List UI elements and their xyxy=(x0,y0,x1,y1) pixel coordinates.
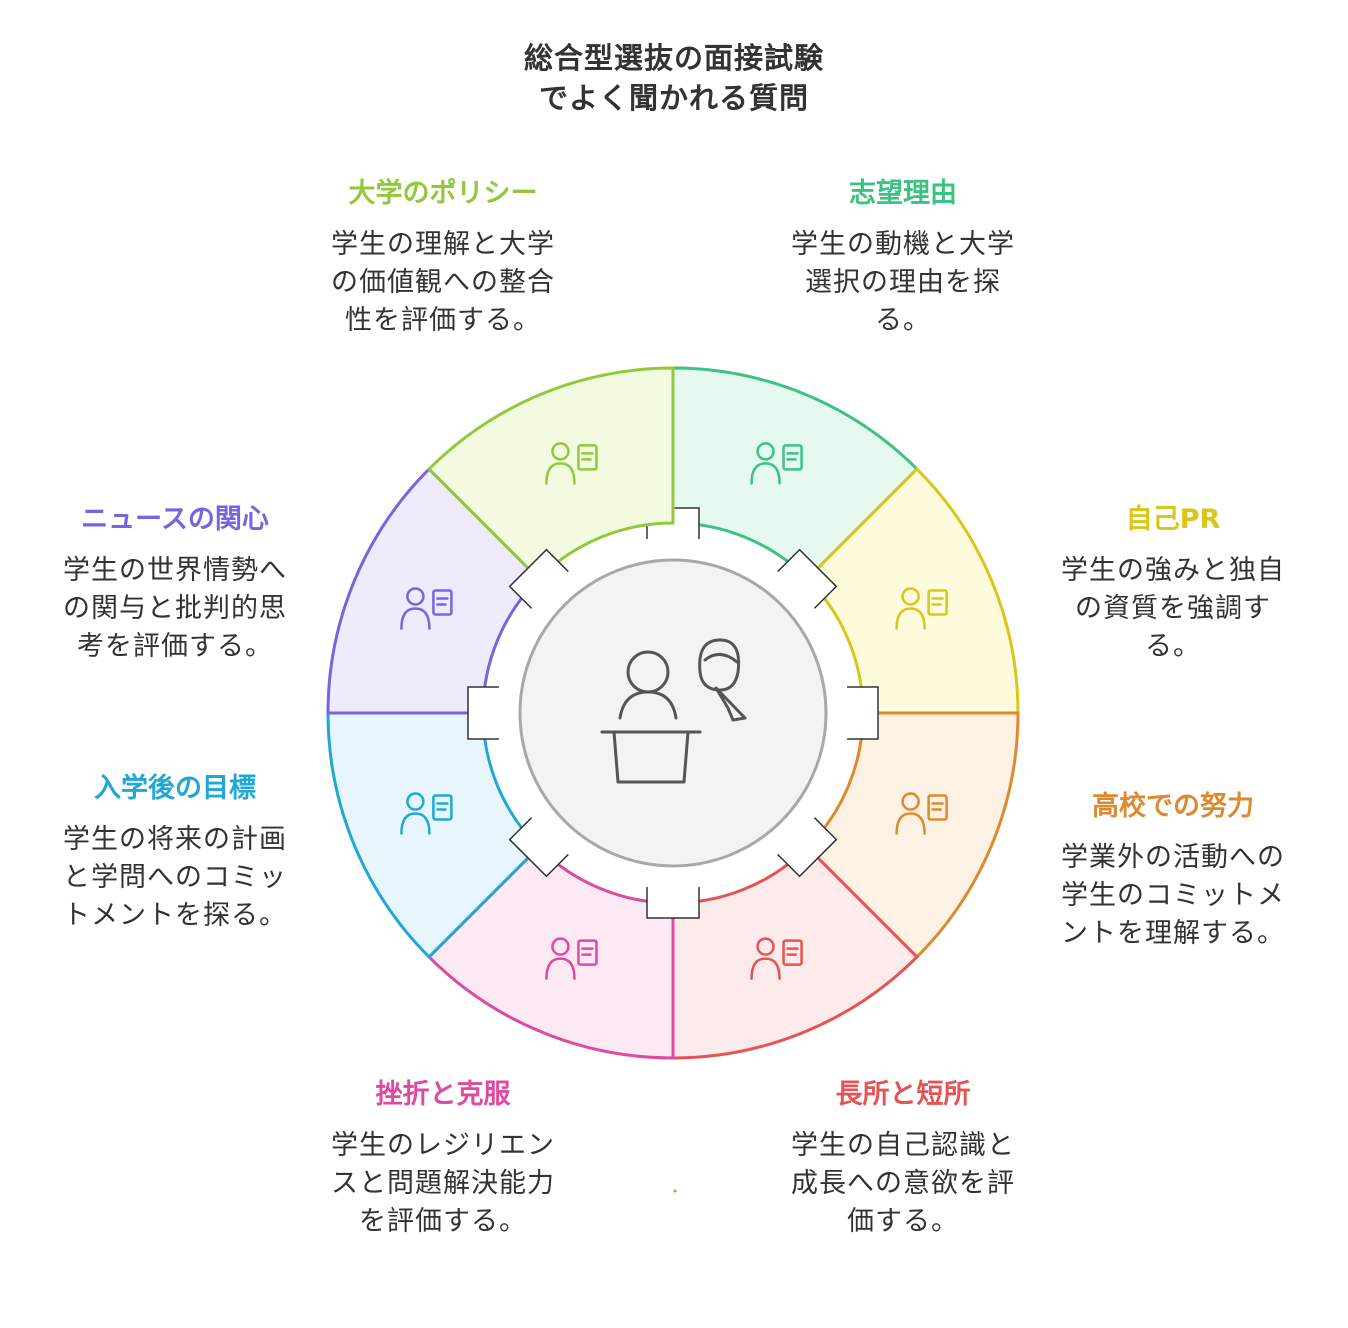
topic-goals: 入学後の目標 学生の将来の計画 と学問へのコミッ トメントを探る。 xyxy=(30,771,320,935)
desc-line: 成長への意欲を評 xyxy=(791,1168,1015,1199)
resume-graduate-icon xyxy=(895,587,948,630)
desc-line: ントを理解する。 xyxy=(1061,918,1285,949)
graduate-student-icon xyxy=(750,442,803,485)
center-circle xyxy=(518,558,828,868)
segment-policy xyxy=(426,366,675,581)
desc-line: 学生の将来の計画 xyxy=(63,824,287,855)
desc-line: の資質を強調す xyxy=(1075,593,1271,624)
topic-news: ニュースの関心 学生の世界情勢へ の関与と批判的思 考を評価する。 xyxy=(30,502,320,666)
desc-line: 学業外の活動への xyxy=(1061,842,1285,873)
topic-heading: 挫折と克服 xyxy=(375,1079,511,1110)
segment-strengths xyxy=(671,845,920,1060)
segment-effort xyxy=(805,711,1020,960)
topic-description: 学生の世界情勢へ の関与と批判的思 考を評価する。 xyxy=(30,552,320,666)
desc-line: る。 xyxy=(1145,631,1201,662)
topic-description: 学生のレジリエン スと問題解決能力 を評価する。 xyxy=(298,1127,588,1241)
desc-line: 学生のコミットメ xyxy=(1061,880,1285,911)
topic-description: 学生の理解と大学 の価値観への整合 性を評価する。 xyxy=(298,226,588,340)
topic-setback: 挫折と克服 学生のレジリエン スと問題解決能力 を評価する。 xyxy=(298,1077,588,1241)
interview-podium-icon xyxy=(600,638,747,784)
decorative-dot xyxy=(673,1189,677,1193)
topic-heading: ニュースの関心 xyxy=(81,504,269,535)
topic-strengths: 長所と短所 学生の自己認識と 成長への意欲を評 価する。 xyxy=(758,1077,1048,1241)
desc-line: の価値観への整合 xyxy=(331,267,555,298)
desc-line: と学問へのコミッ xyxy=(63,862,287,893)
topic-description: 学生の自己認識と 成長への意欲を評 価する。 xyxy=(758,1127,1048,1241)
desc-line: 学生の世界情勢へ xyxy=(63,555,287,586)
desc-line: 価する。 xyxy=(847,1206,959,1237)
topic-heading: 長所と短所 xyxy=(835,1079,971,1110)
topic-self-pr: 自己PR 学生の強みと独自 の資質を強調す る。 xyxy=(1028,502,1318,666)
topic-policy: 大学のポリシー 学生の理解と大学 の価値観への整合 性を評価する。 xyxy=(298,176,588,340)
desc-line: る。 xyxy=(875,305,931,336)
desc-line: トメントを探る。 xyxy=(63,900,287,931)
topic-heading: 志望理由 xyxy=(849,178,957,209)
topic-heading: 大学のポリシー xyxy=(348,178,538,209)
active-student-icon xyxy=(895,792,948,835)
segment-setback xyxy=(426,845,675,1060)
desc-line: スと問題解決能力 xyxy=(331,1168,555,1199)
topic-heading: 入学後の目標 xyxy=(94,773,256,804)
topic-description: 学生の動機と大学 選択の理由を探 る。 xyxy=(758,226,1048,340)
teacher-board-icon xyxy=(750,937,803,980)
title-line-2: でよく聞かれる質問 xyxy=(538,81,809,115)
desc-line: 学生のレジリエン xyxy=(331,1130,555,1161)
desc-line: 学生の動機と大学 xyxy=(791,229,1015,260)
desc-line: 学生の自己認識と xyxy=(791,1130,1015,1161)
desc-line: 考を評価する。 xyxy=(77,631,273,662)
studying-student-icon xyxy=(545,442,598,485)
segment-motivation xyxy=(671,366,920,581)
segment-self-pr xyxy=(805,466,1020,715)
segment-goals xyxy=(326,711,541,960)
desc-line: 性を評価する。 xyxy=(345,305,541,336)
topic-description: 学生の強みと独自 の資質を強調す る。 xyxy=(1028,552,1318,666)
topic-description: 学業外の活動への 学生のコミットメ ントを理解する。 xyxy=(1028,839,1318,953)
struggling-student-icon xyxy=(545,937,598,980)
topic-heading: 高校での努力 xyxy=(1092,791,1254,822)
topic-description: 学生の将来の計画 と学問へのコミッ トメントを探る。 xyxy=(30,821,320,935)
topic-heading: 自己PR xyxy=(1125,504,1221,535)
interview-center xyxy=(518,558,828,868)
page-title: 総合型選抜の面接試験 でよく聞かれる質問 xyxy=(374,38,974,118)
desc-line: 学生の強みと独自 xyxy=(1061,555,1285,586)
online-learner-icon xyxy=(400,587,453,630)
desc-line: を評価する。 xyxy=(359,1206,527,1237)
desc-line: 選択の理由を探 xyxy=(805,267,1001,298)
desc-line: 学生の理解と大学 xyxy=(331,229,555,260)
graduation-cap-chart-icon xyxy=(400,792,453,835)
desc-line: の関与と批判的思 xyxy=(63,593,287,624)
title-line-1: 総合型選抜の面接試験 xyxy=(523,41,824,75)
topic-effort: 高校での努力 学業外の活動への 学生のコミットメ ントを理解する。 xyxy=(1028,789,1318,953)
topic-motivation: 志望理由 学生の動機と大学 選択の理由を探 る。 xyxy=(758,176,1048,340)
